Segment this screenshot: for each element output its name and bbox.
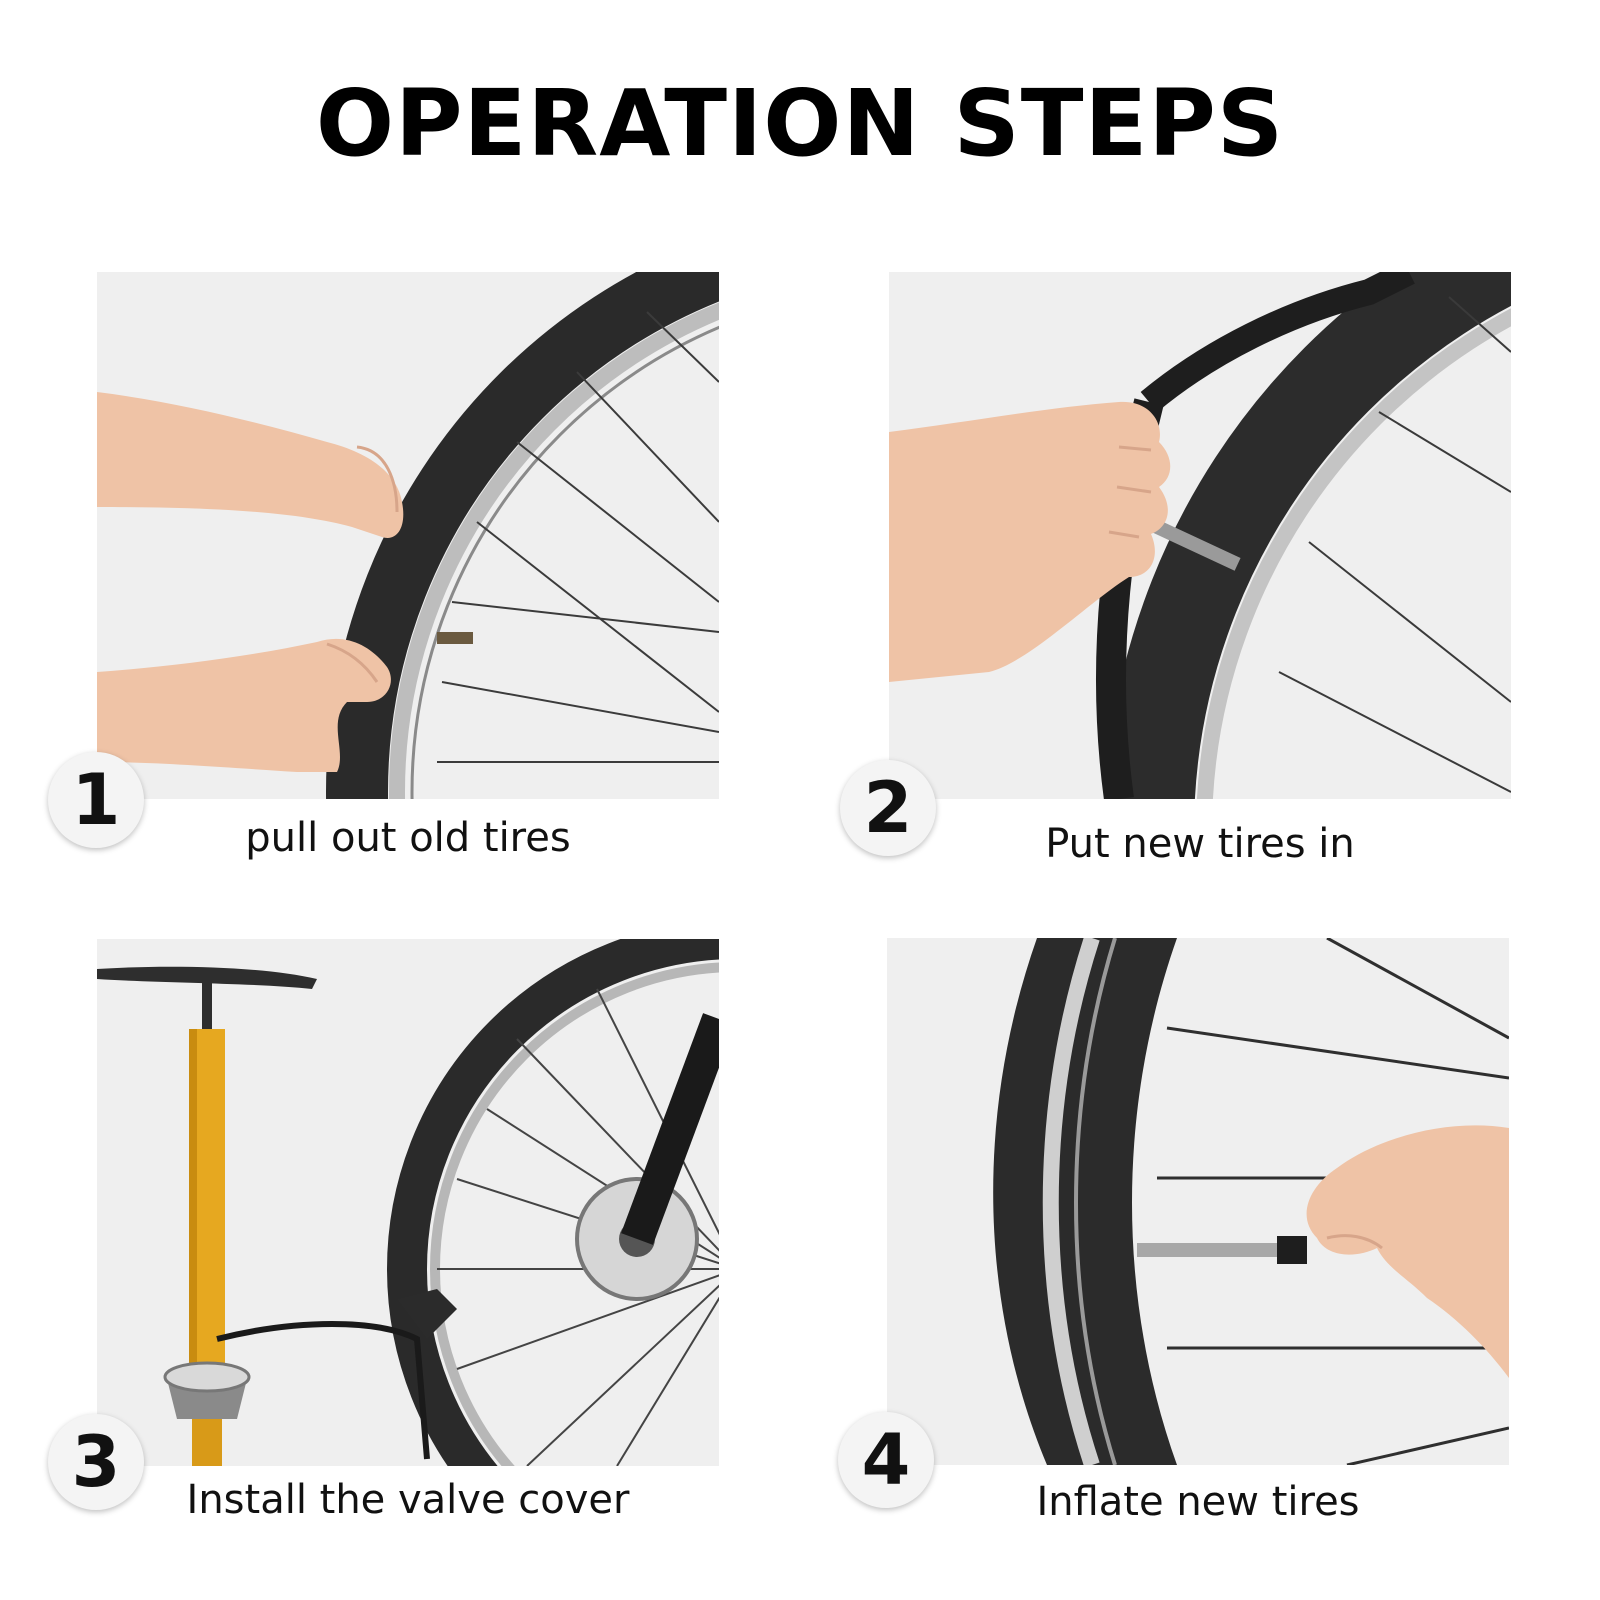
step-2-caption: Put new tires in — [1045, 821, 1355, 867]
step-1-photo — [97, 272, 719, 799]
hand-inserting-inner-tube-icon — [889, 272, 1511, 799]
step-4-photo — [887, 938, 1509, 1465]
step-4-caption: Inflate new tires — [1036, 1479, 1360, 1525]
step-1-badge: 1 — [48, 752, 144, 848]
hand-on-valve-icon — [887, 938, 1509, 1465]
step-4-badge: 4 — [838, 1412, 934, 1508]
hands-pulling-tire-icon — [97, 272, 719, 799]
step-1-caption: pull out old tires — [245, 815, 571, 861]
step-2-badge: 2 — [840, 760, 936, 856]
step-3-caption: Install the valve cover — [186, 1477, 630, 1523]
step-2-photo — [889, 272, 1511, 799]
step-3-badge: 3 — [48, 1414, 144, 1510]
step-3-photo — [97, 939, 719, 1466]
floor-pump-and-wheel-icon — [97, 939, 719, 1466]
page-title: OPERATION STEPS — [315, 70, 1285, 177]
